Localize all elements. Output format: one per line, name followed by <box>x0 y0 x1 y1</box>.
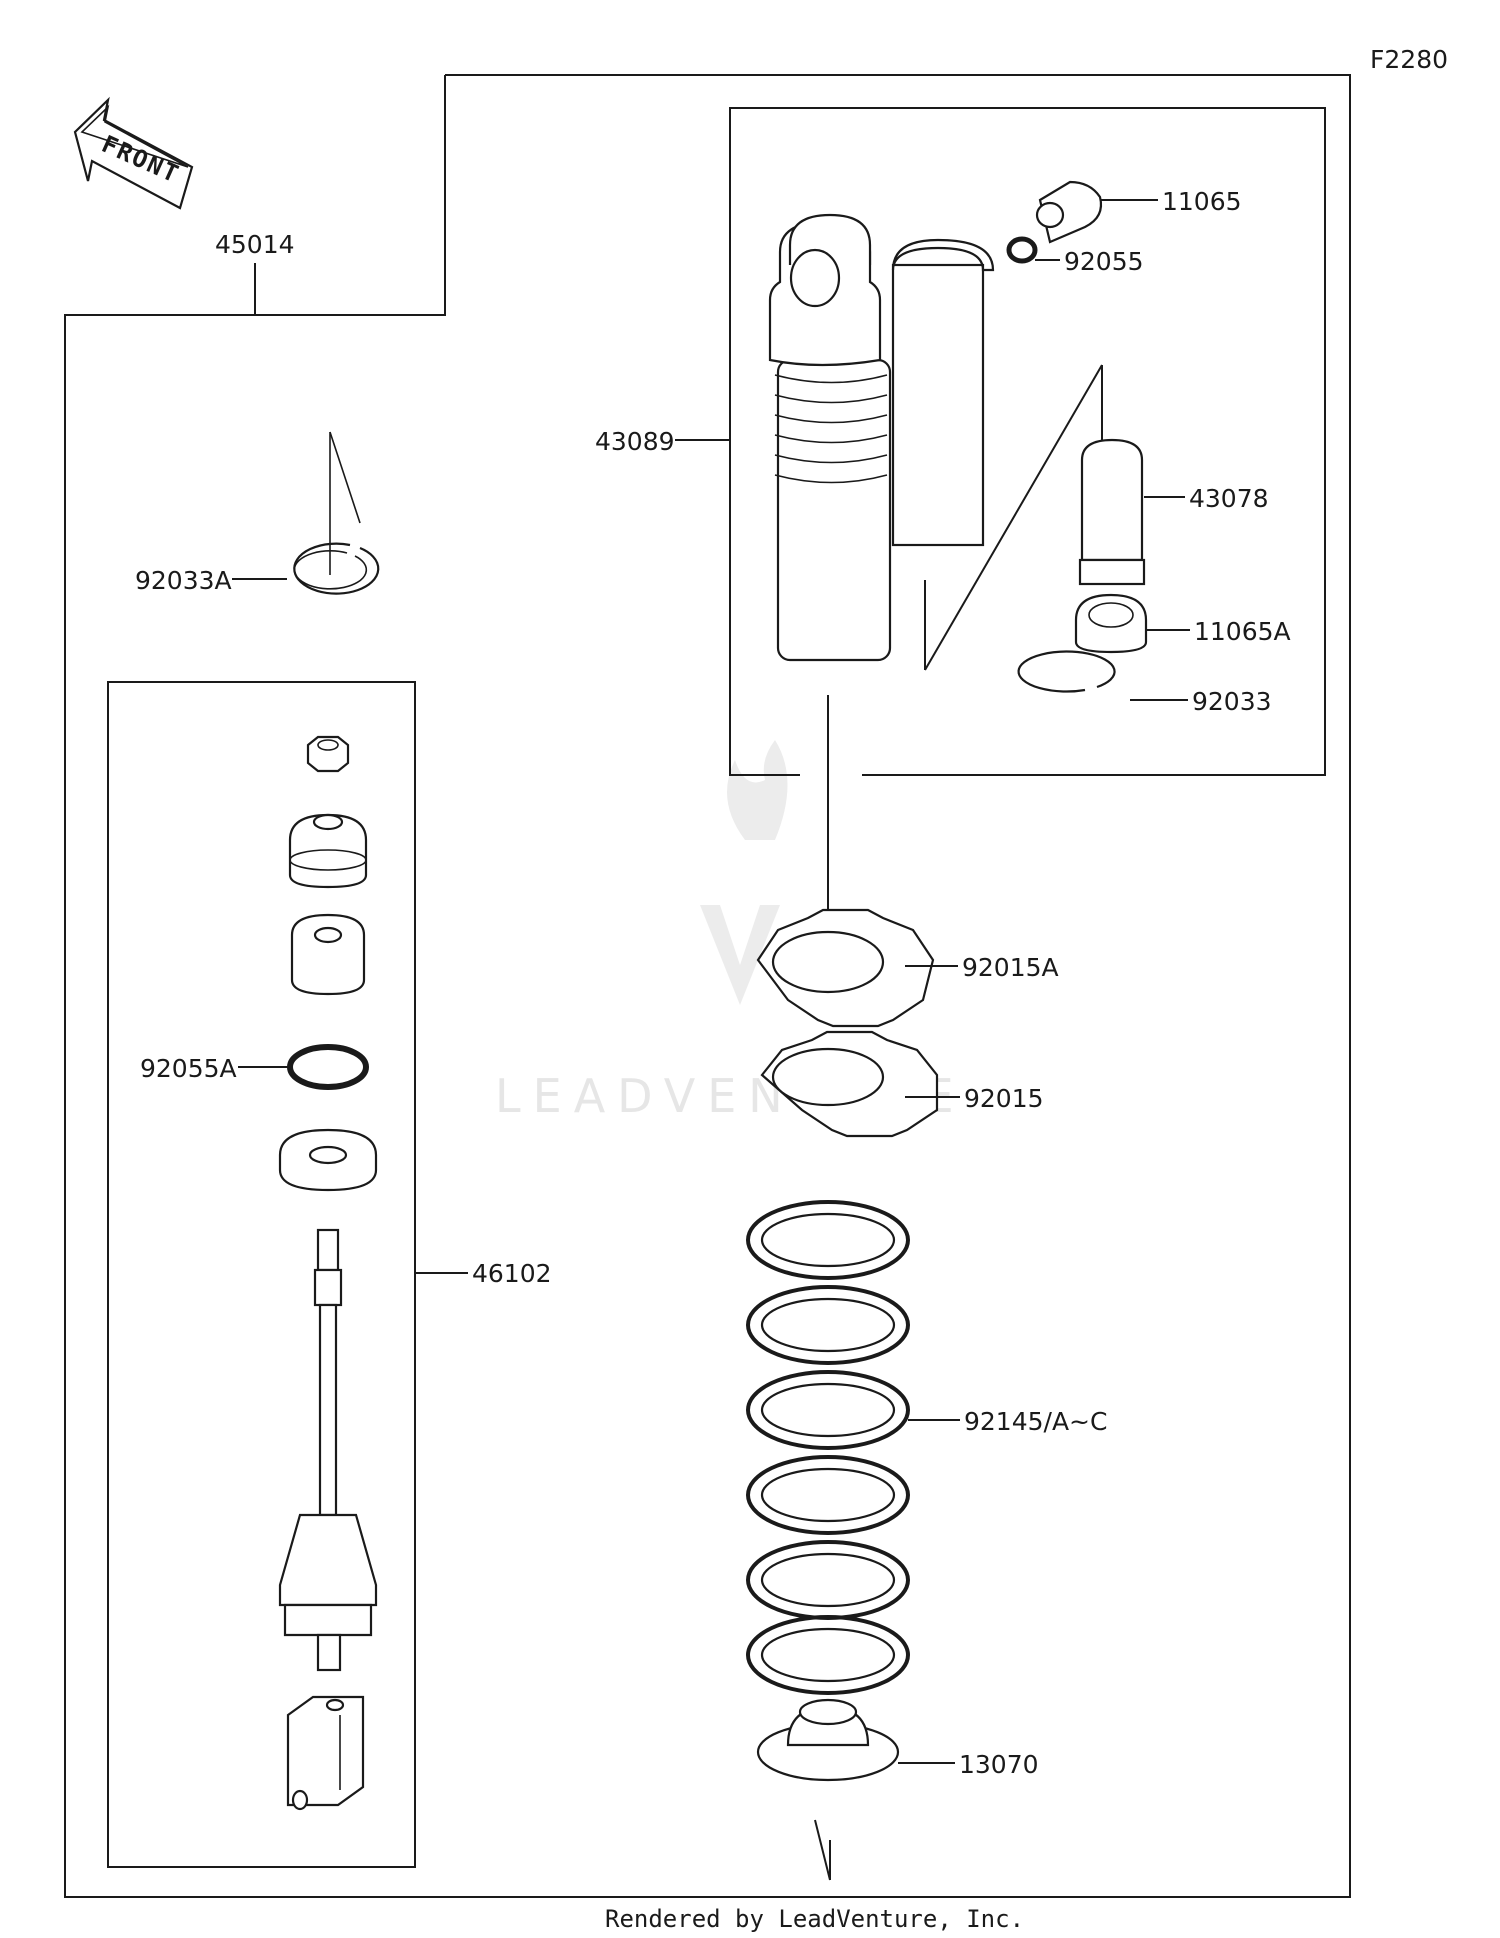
callout-11065A[interactable]: 11065A <box>1194 617 1291 646</box>
callout-43078[interactable]: 43078 <box>1189 484 1269 513</box>
seal-head <box>290 913 366 996</box>
reservoir-cap-11065A <box>1074 593 1148 654</box>
footer-credit: Rendered by LeadVenture, Inc. <box>605 1905 1024 1933</box>
o-ring-92055A <box>287 1044 369 1090</box>
callout-92055[interactable]: 92055 <box>1064 247 1144 276</box>
front-arrow-icon: FRONT <box>73 96 194 210</box>
callout-92033A[interactable]: 92033A <box>135 566 232 595</box>
callout-92015A[interactable]: 92015A <box>962 953 1059 982</box>
callout-92145[interactable]: 92145/A~C <box>964 1407 1107 1436</box>
callout-11065[interactable]: 11065 <box>1162 187 1242 216</box>
callout-13070[interactable]: 13070 <box>959 1750 1039 1779</box>
piston-rod <box>278 1228 378 1811</box>
o-ring-92055 <box>1006 236 1038 264</box>
coil-spring-92145 <box>746 1200 910 1695</box>
callout-43089[interactable]: 43089 <box>595 427 675 456</box>
assembly-border <box>64 74 1351 1898</box>
lock-nut-92015A <box>756 908 935 1028</box>
callout-92015[interactable]: 92015 <box>964 1084 1044 1113</box>
piston-rod-group-box <box>107 681 416 1868</box>
shock-body-group-box <box>729 107 1326 776</box>
circlip-92033A <box>293 431 380 595</box>
callout-92033[interactable]: 92033 <box>1192 687 1272 716</box>
bump-rubber <box>288 813 368 889</box>
callout-45014[interactable]: 45014 <box>215 230 295 259</box>
rod-nut <box>306 735 350 773</box>
spring-seat-13070 <box>756 1698 900 1782</box>
callout-46102[interactable]: 46102 <box>472 1259 552 1288</box>
air-valve-11065 <box>1035 180 1103 244</box>
diagram-code: F2280 <box>1370 45 1448 74</box>
adjuster-nut-92015 <box>760 1030 939 1138</box>
callout-92055A[interactable]: 92055A <box>140 1054 237 1083</box>
circlip-92033 <box>1017 650 1116 693</box>
valve-cap <box>278 1128 378 1192</box>
bladder-43078 <box>1078 438 1146 586</box>
shock-absorber-body <box>768 213 1103 671</box>
